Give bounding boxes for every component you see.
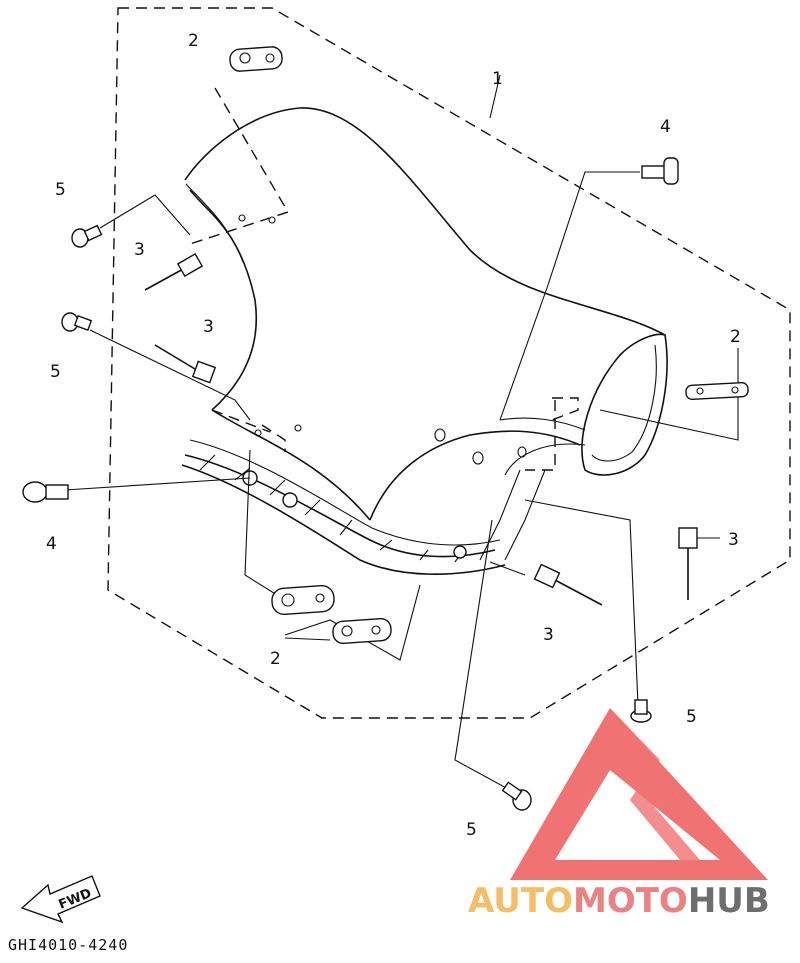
watermark-triangle-icon: [510, 708, 768, 880]
screw-bottom: [501, 781, 532, 811]
callout-5-mid-left: 5: [50, 362, 61, 382]
bolt-left: [22, 481, 69, 503]
plate-bottom-right: [332, 617, 392, 645]
callout-3-right: 3: [728, 530, 739, 550]
callout-5-bottom: 5: [466, 820, 477, 840]
plate-right: [685, 381, 749, 401]
callout-2-top: 2: [188, 31, 199, 51]
rivet-bottom: [533, 563, 603, 606]
plate-bottom-left: [271, 584, 335, 616]
watermark-text: AUTOMOTOHUB: [468, 881, 770, 921]
rivet-mid-left: [154, 344, 217, 384]
fwd-arrow: FWD: [20, 875, 101, 924]
callout-4-left: 4: [46, 534, 57, 554]
callout-4-top: 4: [660, 117, 671, 137]
callout-1: 1: [492, 69, 503, 89]
cowling-shell: [181, 107, 668, 576]
leader-lines: [64, 74, 739, 791]
plate-top: [229, 46, 283, 72]
assembly-boundary: [107, 7, 791, 719]
screw-mid-left: [61, 312, 93, 332]
rivet-upper-left: [144, 252, 204, 291]
callout-3-upper-left: 3: [134, 240, 145, 260]
callout-2-bottom: 2: [270, 649, 281, 669]
screw-right: [630, 699, 652, 723]
callout-5-right: 5: [686, 707, 697, 727]
rivet-right: [678, 527, 698, 600]
bolt-top: [641, 157, 679, 185]
callout-5-upper-left: 5: [55, 180, 66, 200]
drawing-code: GHI4010-4240: [8, 936, 128, 954]
screw-upper-left: [71, 224, 103, 248]
callout-3-mid-left: 3: [203, 317, 214, 337]
watermark-logo: AUTOMOTOHUB: [468, 708, 770, 921]
callout-3-bottom: 3: [543, 625, 554, 645]
callout-2-right: 2: [730, 327, 741, 347]
